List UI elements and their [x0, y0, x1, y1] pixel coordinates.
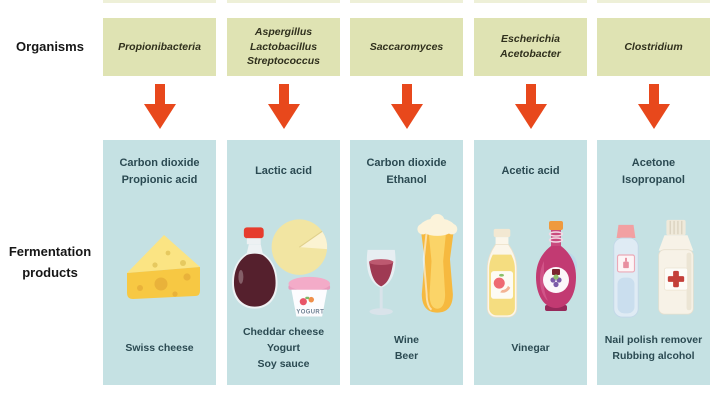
swiss-cheese-icon — [126, 235, 200, 299]
fermentation-products-text: Acetic acid — [501, 165, 560, 178]
top-edge-strip — [103, 0, 216, 3]
organism-name: Aspergillus Lactobacillus Streptococcus — [247, 25, 320, 68]
product-names-text: Wine Beer — [394, 334, 419, 362]
down-arrow-icon — [474, 84, 587, 132]
icon-area — [106, 194, 213, 323]
down-arrow-icon — [597, 84, 710, 132]
yogurt-label-text: YOGURT — [296, 310, 324, 316]
top-edge-strip — [350, 0, 463, 3]
organism-box: Aspergillus Lactobacillus Streptococcus — [227, 18, 340, 76]
top-edge-strip — [227, 0, 340, 3]
product-box: Acetic acid — [474, 140, 587, 385]
beer-glass-icon — [417, 214, 458, 313]
fermentation-products-text: Carbon dioxide Propionic acid — [119, 156, 200, 186]
yogurt-cup-icon: YOGURT — [288, 276, 331, 317]
fermentation-products-row-label: Fermentation products — [8, 243, 92, 280]
organism-box: Clostridium — [597, 18, 710, 76]
fermentation-products-text: Acetone Isopropanol — [622, 156, 685, 186]
organisms-row-label: Organisms — [16, 38, 84, 54]
icon-area — [600, 194, 707, 323]
product-names-text: Nail polish remover Rubbing alcohol — [604, 334, 703, 362]
cheese-wheel-icon — [271, 219, 328, 275]
product-names-text: Vinegar — [511, 342, 550, 355]
wine-vinegar-bottle-icon — [535, 221, 577, 311]
down-arrow-icon — [227, 84, 340, 132]
organism-name: Escherichia Acetobacter — [500, 33, 561, 60]
column-saccaromyces: Saccaromyces Carbon dioxide Ethanol — [350, 0, 463, 404]
wine-glass-icon — [366, 249, 396, 315]
product-names-text: Swiss cheese — [125, 342, 194, 355]
product-box: Carbon dioxide Ethanol Wine Beer — [350, 140, 463, 385]
top-edge-strip — [474, 0, 587, 3]
soy-sauce-bottle-icon — [231, 227, 278, 309]
icon-area — [353, 194, 460, 323]
product-names-text: Cheddar cheese Yogurt Soy sauce — [242, 326, 325, 370]
icon-area: YOGURT — [230, 194, 337, 323]
rubbing-alcohol-bottle-icon — [657, 219, 694, 315]
icon-area — [477, 194, 584, 323]
product-box: Acetone Isopropanol — [597, 140, 710, 385]
soy-sauce-cheese-yogurt-icons: YOGURT — [231, 219, 331, 317]
organism-box: Propionibacteria — [103, 18, 216, 76]
down-arrow-icon — [103, 84, 216, 132]
organism-name: Clostridium — [624, 40, 683, 53]
apple-cider-vinegar-bottle-icon — [486, 228, 517, 318]
organism-name: Saccaromyces — [369, 40, 444, 53]
product-box: Lactic acid — [227, 140, 340, 385]
top-edge-strip — [597, 0, 710, 3]
down-arrow-icon — [350, 84, 463, 132]
organism-box: Escherichia Acetobacter — [474, 18, 587, 76]
column-clostridium: Clostridium Acetone Isopropanol — [597, 0, 710, 404]
column-lactobacillus: Aspergillus Lactobacillus Streptococcus … — [227, 0, 340, 404]
organism-box: Saccaromyces — [350, 18, 463, 76]
column-acetobacter: Escherichia Acetobacter Acetic acid — [474, 0, 587, 404]
product-box: Carbon dioxide Propionic acid Swiss chee… — [103, 140, 216, 385]
fermentation-products-text: Carbon dioxide Ethanol — [366, 156, 447, 186]
fermentation-products-text: Lactic acid — [255, 165, 312, 178]
organism-name: Propionibacteria — [118, 40, 201, 53]
nail-polish-remover-bottle-icon — [612, 224, 639, 318]
column-propionibacteria: Propionibacteria Carbon dioxide Propioni… — [103, 0, 216, 404]
